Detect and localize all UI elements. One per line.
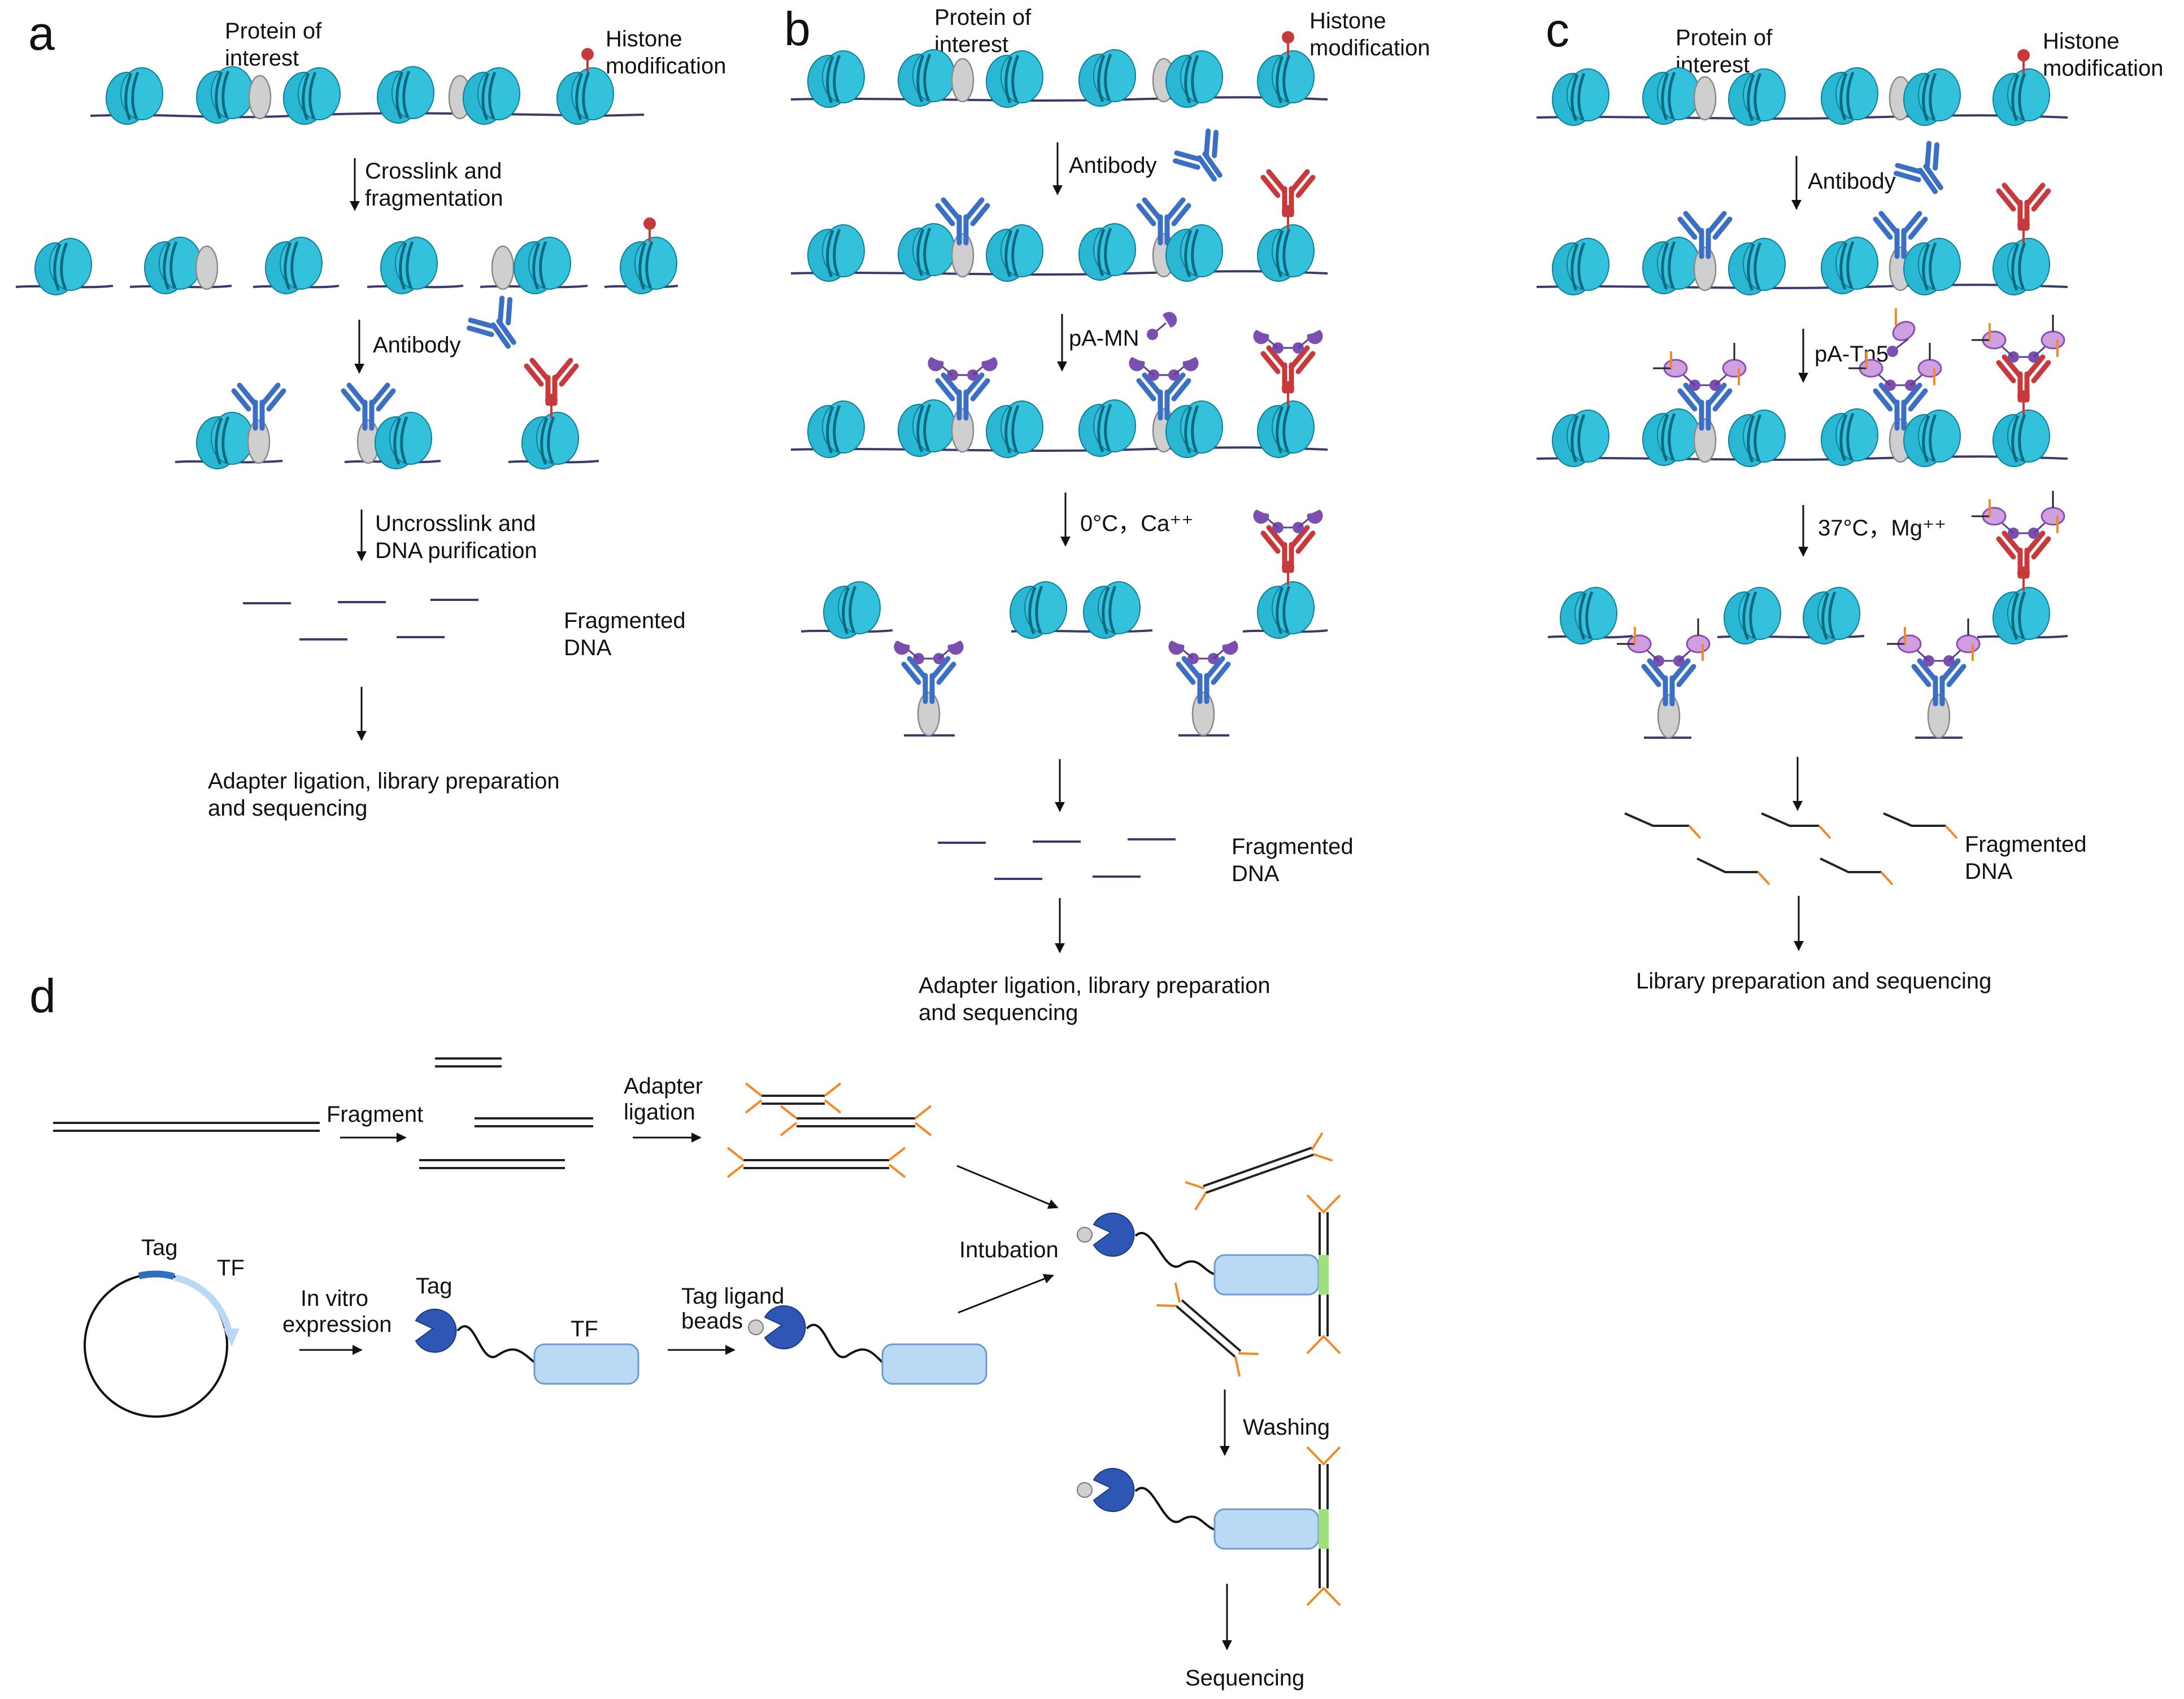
panel-b-dna-label-1: Fragmented: [1232, 834, 1354, 859]
panel-d: d Fragment Adapter ligation: [29, 969, 1341, 1691]
plasmid-tf-label: TF: [217, 1256, 245, 1280]
panel-a-protein-label-1: Protein of: [225, 19, 322, 43]
panel-a-dna-fragments: [243, 599, 478, 641]
panel-b-letter: b: [784, 2, 811, 55]
free-antibody-icon: [466, 295, 532, 359]
tf-label: TF: [571, 1317, 598, 1341]
panel-c-histone-label-2: modification: [2043, 56, 2163, 81]
adapter-ligated-dna: [726, 1082, 932, 1178]
genomic-dna: [53, 1122, 320, 1132]
panel-a-protein-label-2: interest: [225, 46, 299, 71]
panel-c-dna-label-1: Fragmented: [1965, 832, 2087, 857]
panel-a-dna-label-2: DNA: [564, 635, 612, 660]
panel-c-chromatin-row3: [1536, 313, 2068, 467]
panel-b-final-line1: Adapter ligation, library preparation: [919, 973, 1271, 998]
panel-a-histone-label-1: Histone: [606, 27, 682, 51]
panel-b-chromatin-row2: [790, 172, 1328, 281]
panel-a-fragments: [15, 216, 678, 295]
panel-b-histone-label-2: modification: [1309, 36, 1430, 60]
bead-bound-tf: [748, 1305, 987, 1385]
plasmid-tag-label: Tag: [141, 1235, 178, 1260]
free-pa-mn-icon: [1147, 312, 1177, 340]
panel-b-step3: 0°C，Ca⁺⁺: [1080, 511, 1194, 536]
washing-label: Washing: [1243, 1415, 1330, 1440]
tag-ligand-label-1: Tag ligand: [681, 1284, 784, 1309]
panel-a: a Protein of interest Histone modificati…: [15, 7, 726, 821]
panel-a-final-line2: and sequencing: [208, 796, 367, 821]
panel-a-step3-line2: DNA purification: [375, 538, 537, 563]
panel-a-step3-line1: Uncrosslink and: [375, 511, 536, 536]
panel-a-dna-label-1: Fragmented: [564, 608, 686, 633]
panel-b-protein-label-1: Protein of: [934, 5, 1032, 30]
panel-b-protein-label-2: interest: [934, 32, 1008, 57]
panel-a-ip: [175, 360, 599, 469]
panel-a-histone-label-2: modification: [606, 54, 726, 79]
in-vitro-label-2: expression: [282, 1312, 391, 1337]
panel-a-step1-line2: fragmentation: [365, 186, 503, 211]
panel-c-chromatin-row1: [1536, 48, 2068, 125]
panel-a-final-line1: Adapter ligation, library preparation: [208, 769, 560, 794]
panel-b-step1: Antibody: [1069, 153, 1157, 178]
tag-ligand-label-2: beads: [681, 1309, 743, 1334]
panel-c-dna-fragments: [1624, 812, 1958, 886]
panel-b-final-line2: and sequencing: [919, 1000, 1078, 1025]
panel-b-cleaved: [800, 508, 1328, 737]
panel-c: c Protein of interest Histone modificati…: [1536, 3, 2163, 994]
intubation-label: Intubation: [959, 1238, 1059, 1262]
panel-a-chromatin-row1: [90, 47, 645, 124]
panel-b-step2: pA-MN: [1069, 326, 1139, 351]
panel-c-chromatin-row2: [1536, 185, 2068, 295]
adapter-label-2: ligation: [624, 1100, 695, 1125]
panel-a-step2: Antibody: [373, 333, 461, 358]
adapter-label-1: Adapter: [624, 1074, 703, 1099]
panel-c-step1: Antibody: [1808, 169, 1896, 194]
fragment-label: Fragment: [327, 1102, 423, 1127]
tagged-tf: [415, 1309, 639, 1385]
panel-c-histone-label-1: Histone: [2043, 29, 2120, 54]
incubation-complex: [1077, 1131, 1341, 1378]
free-pa-tn5-icon: [1887, 308, 1916, 357]
panel-c-protein-label-1: Protein of: [1676, 25, 1773, 50]
in-vitro-label-1: In vitro: [301, 1286, 368, 1311]
panel-b-chromatin-row3: [790, 329, 1328, 458]
panel-c-final: Library preparation and sequencing: [1636, 969, 1991, 994]
fragmented-dna: [419, 1057, 593, 1169]
panel-c-step3: 37°C，Mg⁺⁺: [1818, 516, 1946, 541]
panel-a-letter: a: [28, 7, 55, 60]
panel-b-histone-label-1: Histone: [1309, 8, 1386, 33]
panel-c-letter: c: [1546, 3, 1569, 56]
panel-b-dna-fragments: [938, 838, 1176, 880]
panel-b-chromatin-row1: [790, 30, 1328, 107]
panel-c-cleaved: [1547, 490, 2068, 739]
panel-b: b Protein of interest Histone modificati…: [784, 2, 1430, 1025]
panel-d-letter: d: [29, 969, 56, 1022]
panel-c-dna-label-2: DNA: [1965, 859, 2013, 884]
free-antibody-icon: [1893, 140, 1959, 204]
sequencing-label: Sequencing: [1185, 1666, 1304, 1691]
washed-complex: [1077, 1446, 1341, 1606]
plasmid: [84, 1270, 240, 1418]
tag-label: Tag: [416, 1274, 453, 1299]
free-antibody-icon: [1172, 128, 1238, 191]
panel-a-step1-line1: Crosslink and: [365, 159, 502, 184]
panel-b-dna-label-2: DNA: [1232, 861, 1280, 886]
